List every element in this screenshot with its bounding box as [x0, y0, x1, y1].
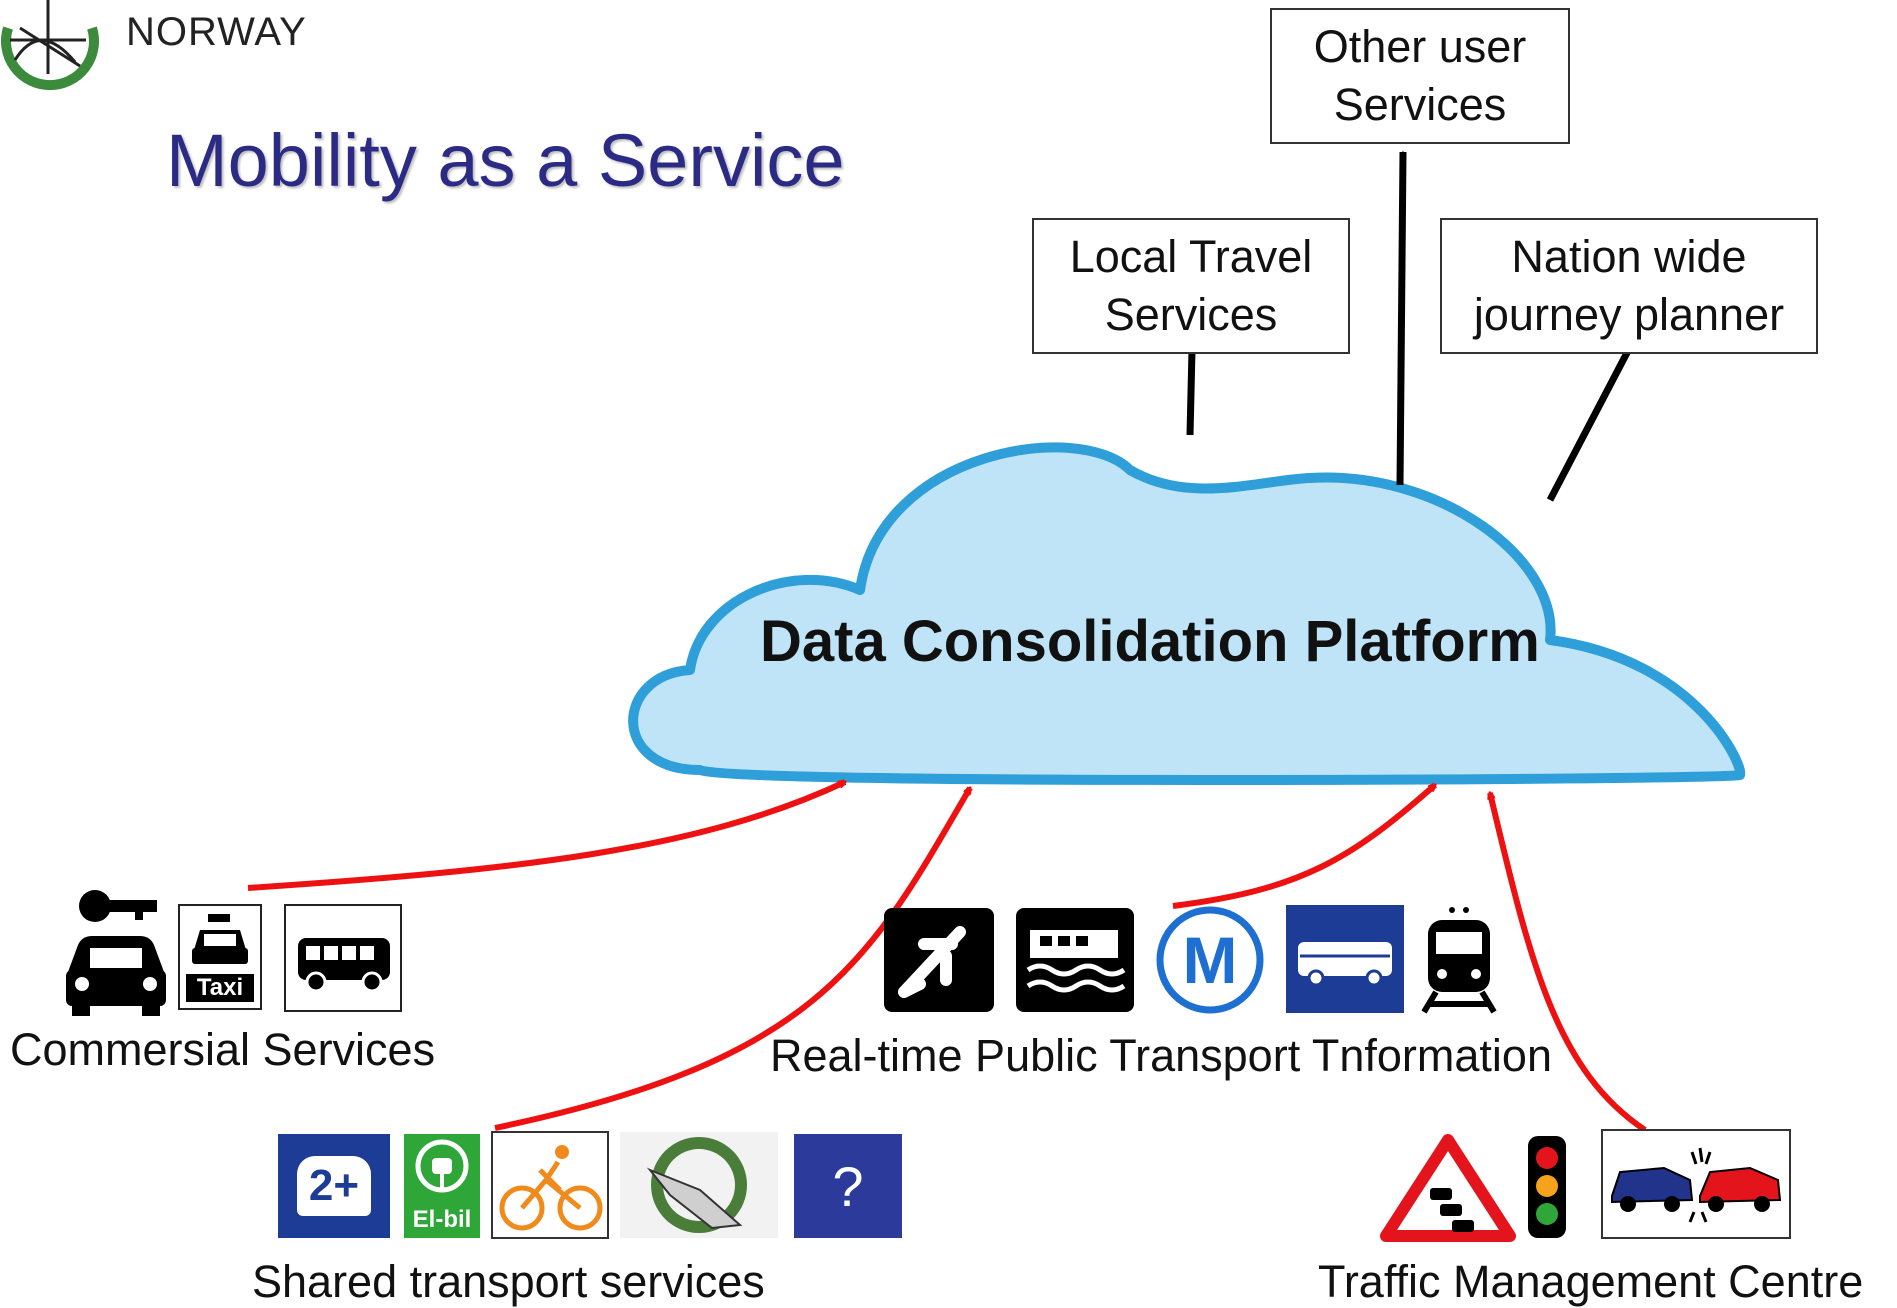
arrow-to-other-services: [1396, 150, 1407, 486]
bus-sign-icon: [1286, 905, 1404, 1013]
label-shared-transport: Shared transport services: [252, 1256, 765, 1307]
cloud-shape: [628, 442, 1746, 785]
platform-label: Data Consolidation Platform: [760, 609, 1540, 674]
airplane-icon: [884, 908, 994, 1012]
label-commercial-services: Commersial Services: [10, 1024, 436, 1075]
metro-icon: [1156, 906, 1264, 1014]
traffic-queue-warning-icon: [1380, 1134, 1516, 1242]
electric-car-charging-icon: El-bil: [404, 1134, 480, 1238]
box-local-line2: Services: [1104, 289, 1278, 340]
carpool-label: 2+: [296, 1156, 372, 1216]
box-other-user-services: Other user Services: [1270, 8, 1570, 144]
logo-text: NORWAY: [126, 10, 307, 54]
box-other-line1: Other user: [1313, 21, 1527, 72]
charging-plug-glyph: [415, 1139, 469, 1193]
arrow-from-shared: [494, 788, 973, 1131]
train-icon: [1421, 907, 1497, 1014]
box-local-line1: Local Travel: [1069, 231, 1313, 282]
car-key-icon: [66, 890, 166, 1016]
metro-letter: M: [1182, 923, 1238, 997]
label-public-transport: Real-time Public Transport Tnformation: [770, 1030, 1552, 1081]
bicycle-icon: [491, 1131, 609, 1239]
taxi-car-glyph: [192, 914, 248, 964]
carpool-sign-icon: 2+: [278, 1134, 390, 1238]
minibus-sign-icon: [284, 904, 402, 1012]
carsharing-logo-icon: [620, 1132, 778, 1238]
unknown-service-icon: ?: [794, 1134, 902, 1238]
ferry-icon: [1016, 908, 1134, 1012]
arrow-to-nation-wide: [1546, 345, 1634, 502]
page-title: Mobility as a Service: [166, 119, 845, 202]
arrow-from-commercial: [247, 779, 845, 891]
box-nation-line1: Nation wide: [1511, 231, 1747, 282]
taxi-sign-icon: Taxi: [178, 904, 262, 1010]
minibus-glyph: [298, 938, 390, 993]
traffic-light-icon: [1528, 1136, 1566, 1238]
box-nation-wide-journey-planner: Nation wide journey planner: [1440, 218, 1818, 354]
box-other-line2: Services: [1333, 79, 1507, 130]
car-collision-icon: [1601, 1129, 1791, 1239]
label-traffic-management: Traffic Management Centre: [1318, 1256, 1864, 1307]
arrow-from-public-transport: [1172, 782, 1435, 909]
taxi-label: Taxi: [186, 974, 254, 1002]
its-logo-icon: [1, 0, 99, 91]
arrow-from-traffic: [1490, 793, 1647, 1133]
box-nation-line2: journey planner: [1473, 289, 1785, 340]
arrow-to-local-travel: [1186, 348, 1196, 436]
elbil-label: El-bil: [412, 1206, 472, 1233]
box-local-travel-services: Local Travel Services: [1032, 218, 1350, 354]
